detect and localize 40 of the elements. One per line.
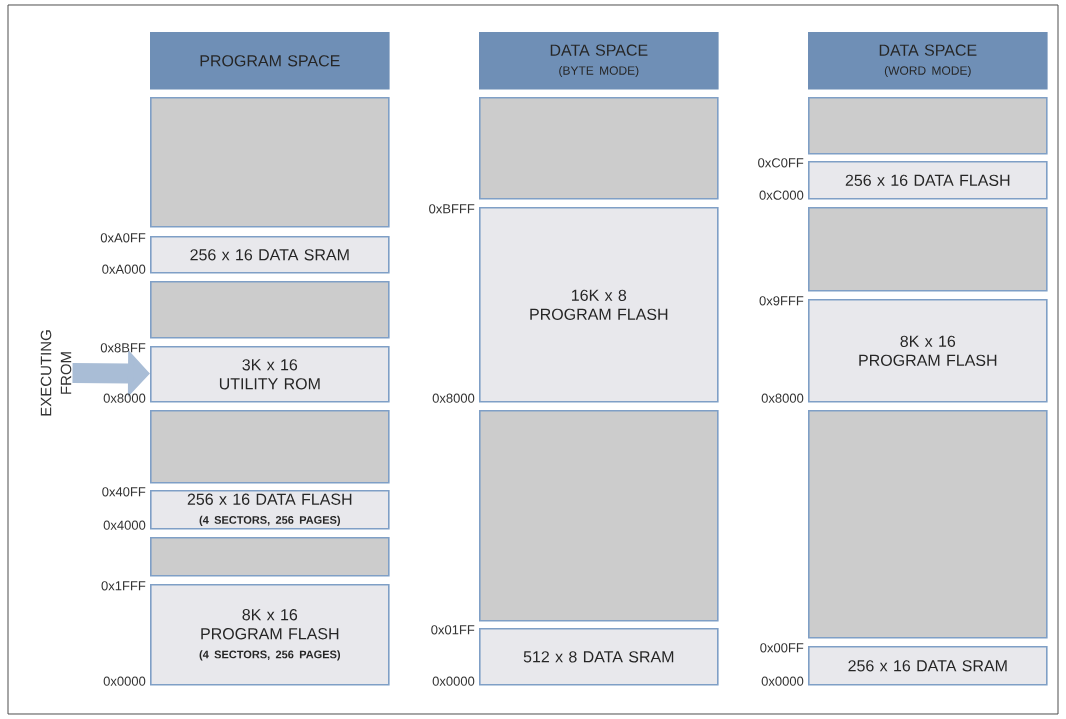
header-box: DATA SPACE (BYTE MODE) [479, 32, 719, 90]
address-label: 0xC0FF [758, 158, 804, 168]
reserved-block [479, 97, 719, 200]
reserved-block [150, 281, 390, 339]
header-box: DATA SPACE (WORD MODE) [808, 32, 1048, 90]
address-label: 0x8000 [103, 393, 146, 403]
memory-block: 256 x 16 DATA SRAM [150, 236, 390, 274]
address-label: 0x8000 [761, 393, 804, 403]
memory-block: 8K x 16 PROGRAM FLASH [808, 299, 1048, 403]
address-label: 0xA0FF [100, 233, 146, 243]
address-label: 0x0000 [761, 676, 804, 686]
reserved-block [808, 97, 1048, 155]
address-label: 0x00FF [760, 643, 804, 653]
memory-block: 256 x 16 DATA FLASH (4 SECTORS, 256 PAGES) [150, 490, 390, 530]
memory-block: 256 x 16 DATA FLASH [808, 161, 1048, 200]
reserved-block [150, 410, 390, 484]
memory-block: 16K x 8 PROGRAM FLASH [479, 207, 719, 403]
memory-block: 256 x 16 DATA SRAM [808, 646, 1048, 686]
reserved-block [808, 207, 1048, 292]
address-label: 0x4000 [103, 520, 146, 530]
address-label: 0xBFFF [429, 204, 475, 214]
memory-block: 3K x 16 UTILITY ROM [150, 346, 390, 403]
rotated-label: EXECUTING FROM [40, 330, 72, 416]
memory-block: 512 x 8 DATA SRAM [479, 628, 719, 686]
memory-block: 8K x 16 PROGRAM FLASH (4 SECTORS, 256 PAGES) [150, 584, 390, 686]
reserved-block [479, 410, 719, 622]
address-label: 0x8BFF [100, 343, 146, 353]
address-label: 0xA000 [102, 264, 146, 274]
reserved-block [808, 410, 1048, 639]
address-label: 0x8000 [432, 393, 475, 403]
reserved-block [150, 537, 390, 577]
address-label: 0x0000 [432, 676, 475, 686]
address-label: 0x9FFF [759, 296, 804, 306]
address-label: 0x1FFF [101, 581, 146, 591]
address-label: 0x0000 [103, 676, 146, 686]
address-label: 0xC000 [759, 190, 804, 200]
header-box: PROGRAM SPACE [150, 32, 390, 90]
address-label: 0x40FF [102, 487, 146, 497]
address-label: 0x01FF [431, 625, 475, 635]
reserved-block [150, 97, 390, 228]
